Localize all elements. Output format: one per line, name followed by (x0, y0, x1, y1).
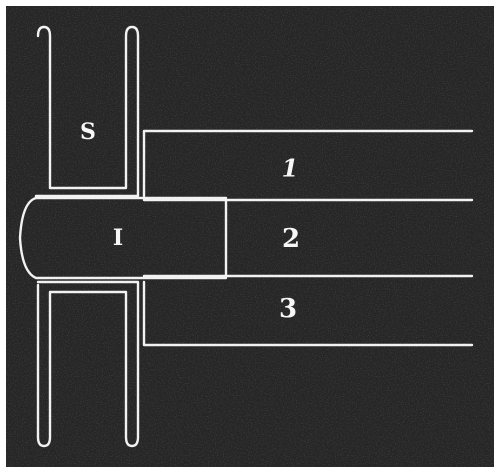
label-channel-3: 3 (279, 294, 297, 324)
label-channel-2: 2 (282, 224, 300, 254)
label-s: S (80, 119, 96, 145)
channel-1-outline (142, 129, 474, 198)
upper-side-tube (34, 25, 140, 200)
lower-side-tube (36, 280, 140, 448)
channel-3-outline (142, 280, 474, 347)
label-i: I (113, 225, 123, 251)
background-grain (6, 6, 494, 467)
central-chamber (18, 196, 228, 280)
label-channel-1: 1 (282, 154, 299, 183)
